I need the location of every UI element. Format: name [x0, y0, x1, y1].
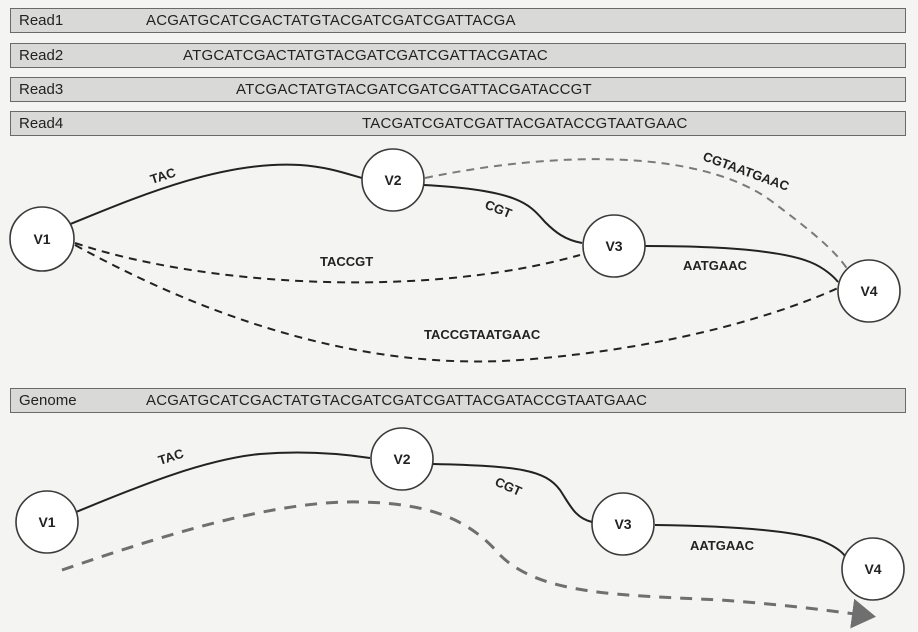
top-node-v2: V2	[361, 148, 425, 212]
top-edge-v1-v2	[67, 163, 363, 226]
top-edge-v1-v3-label: TACCGT	[320, 254, 373, 269]
read1-sequence: ACGATGCATCGACTATGTACGATCGATCGATTACGA	[146, 12, 516, 29]
top-node-v3-label: V3	[605, 238, 622, 254]
read3-label: Read3	[19, 81, 64, 98]
bottom-edge-v2-v3	[432, 463, 593, 523]
read4-sequence: TACGATCGATCGATTACGATACCGTAATGAAC	[362, 115, 688, 132]
top-node-v1: V1	[9, 206, 75, 272]
genome-sequence: ACGATGCATCGACTATGTACGATCGATCGATTACGATACC…	[146, 392, 648, 409]
top-node-v4: V4	[837, 259, 901, 323]
read4-label: Read4	[19, 115, 64, 132]
bottom-graph: V1 V2 V3 V4 TAC CGT AATGAAC	[15, 427, 905, 629]
bottom-node-v1: V1	[15, 490, 79, 554]
bottom-edge-v3-v4	[654, 524, 846, 557]
top-edge-v1-v3	[74, 242, 581, 284]
bottom-node-v2-label: V2	[393, 451, 410, 467]
read1-label: Read1	[19, 12, 64, 29]
bottom-edge-v2-v3-label: CGT	[493, 474, 524, 499]
top-edge-v1-v2-label: TAC	[148, 164, 178, 186]
read3-bar: Read3 ATCGACTATGTACGATCGATCGATTACGATACCG…	[10, 77, 906, 102]
top-edge-v1-v4-label: TACCGTAATGAAC	[424, 327, 541, 342]
read2-sequence: ATGCATCGACTATGTACGATCGATCGATTACGATAC	[183, 47, 548, 64]
bottom-edge-v1-v2-label: TAC	[156, 445, 186, 467]
top-node-v4-label: V4	[860, 283, 877, 299]
bottom-edge-v3-v4-label: AATGAAC	[690, 538, 755, 553]
top-edge-v2-v3-label: CGT	[483, 197, 514, 221]
read2-label: Read2	[19, 47, 64, 64]
read4-bar: Read4 TACGATCGATCGATTACGATACCGTAATGAAC	[10, 111, 906, 136]
top-edge-v3-v4-label: AATGAAC	[683, 258, 748, 273]
top-edge-v1-v4	[74, 244, 839, 363]
bottom-node-v3-label: V3	[614, 516, 631, 532]
read2-bar: Read2 ATGCATCGACTATGTACGATCGATCGATTACGAT…	[10, 43, 906, 68]
top-edge-v2-v4	[424, 158, 849, 271]
genome-bar: Genome ACGATGCATCGACTATGTACGATCGATCGATTA…	[10, 388, 906, 413]
top-edge-v2-v3	[423, 184, 583, 244]
top-node-v1-label: V1	[33, 231, 50, 247]
top-node-v2-label: V2	[384, 172, 401, 188]
bottom-edge-v1-v2	[75, 451, 371, 513]
bottom-node-v1-label: V1	[38, 514, 55, 530]
top-edge-v3-v4	[644, 245, 839, 283]
bottom-node-v2: V2	[370, 427, 434, 491]
read3-sequence: ATCGACTATGTACGATCGATCGATTACGATACCGT	[236, 81, 592, 98]
top-graph: V1 V2 V3 V4 TAC CGT AATGAAC CGTAATGAAC T…	[9, 148, 901, 363]
top-node-v3: V3	[582, 214, 646, 278]
bottom-node-v3: V3	[591, 492, 655, 556]
read1-bar: Read1 ACGATGCATCGACTATGTACGATCGATCGATTAC…	[10, 8, 906, 33]
bottom-node-v4: V4	[841, 537, 905, 601]
bottom-node-v4-label: V4	[864, 561, 881, 577]
genome-label: Genome	[19, 392, 77, 409]
bottom-traversal-path	[61, 500, 876, 629]
